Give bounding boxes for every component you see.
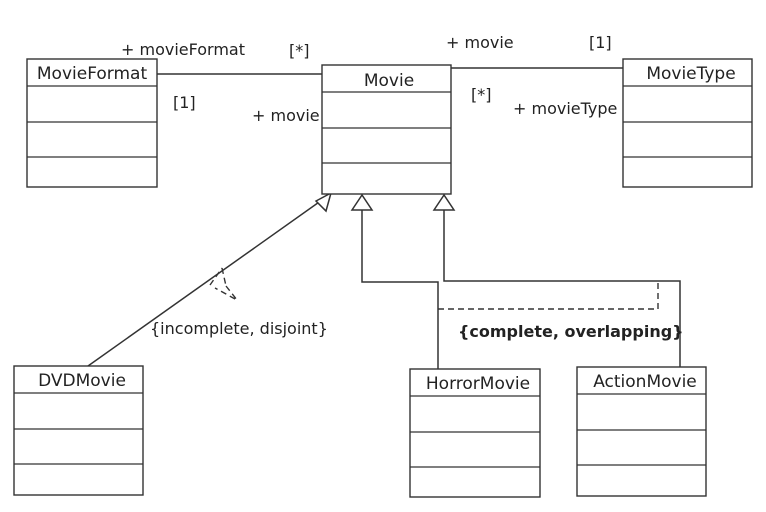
generalization-set-constraint-genre: {complete, overlapping} <box>458 322 684 341</box>
class-actionmovie[interactable]: ActionMovie <box>576 366 707 497</box>
generalization-set-marker <box>209 267 238 301</box>
class-movieformat[interactable]: MovieFormat <box>26 58 158 188</box>
class-dvdmovie[interactable]: DVDMovie <box>13 365 144 496</box>
class-movietype[interactable]: MovieType <box>622 58 753 188</box>
generalization-line-dvdmovie <box>87 199 323 367</box>
generalization-arrowhead-horror <box>350 193 374 211</box>
role-label-movieformat: + movieFormat <box>121 40 245 59</box>
multiplicity-label: [*] <box>471 85 491 104</box>
role-label-movie: + movie <box>446 33 514 52</box>
class-name: DVDMovie <box>38 371 126 391</box>
class-movie[interactable]: Movie <box>321 64 452 195</box>
class-name: MovieFormat <box>37 64 148 84</box>
class-name: Movie <box>364 71 414 91</box>
generalization-set-dashed-line <box>438 281 659 310</box>
class-name: MovieType <box>646 64 735 84</box>
role-label-movietype: + movieType <box>513 99 617 118</box>
multiplicity-label: [1] <box>589 33 612 52</box>
multiplicity-label: [*] <box>289 41 309 60</box>
class-name: HorrorMovie <box>426 374 530 394</box>
multiplicity-label: [1] <box>173 93 196 112</box>
class-name: ActionMovie <box>593 372 697 392</box>
class-horrormovie[interactable]: HorrorMovie <box>409 368 541 498</box>
generalization-line-horrormovie <box>361 210 439 369</box>
role-label-movie: + movie <box>252 106 320 125</box>
generalization-arrowhead-dvd <box>314 191 333 213</box>
generalization-arrowhead-action <box>432 193 456 211</box>
generalization-line-actionmovie <box>443 210 681 367</box>
generalization-set-constraint-dvd: {incomplete, disjoint} <box>150 319 328 338</box>
